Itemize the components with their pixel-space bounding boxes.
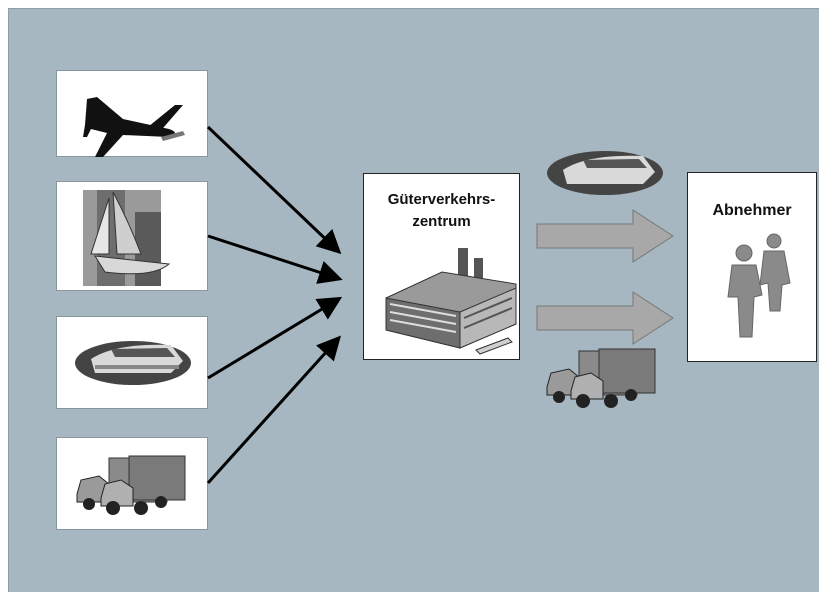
truck-box [56,437,208,530]
output-train-icon [547,151,663,195]
hub-box: Güterverkehrs- zentrum [363,173,520,360]
airplane-icon [83,97,185,157]
receiver-title: Abnehmer [712,202,792,219]
airplane-box [56,70,208,157]
people-icon [727,233,791,338]
airplane-arrow [206,125,342,255]
truck-icon [76,455,186,515]
train-box [56,316,208,409]
sailboat-arrow [207,234,343,284]
train-arrow [207,296,343,380]
sailboat-box [56,181,208,291]
factory-icon [385,248,517,355]
block-arrow-bottom [536,291,674,345]
sailboat-icon [83,190,171,286]
hub-title-line1: Güterverkehrs- [387,191,496,208]
output-truck-icon [546,348,656,408]
train-icon [75,341,191,385]
hub-title-line2: zentrum [412,213,471,230]
truck-arrow [206,335,342,485]
block-arrow-top [536,209,674,263]
receiver-box: Abnehmer [687,172,817,362]
